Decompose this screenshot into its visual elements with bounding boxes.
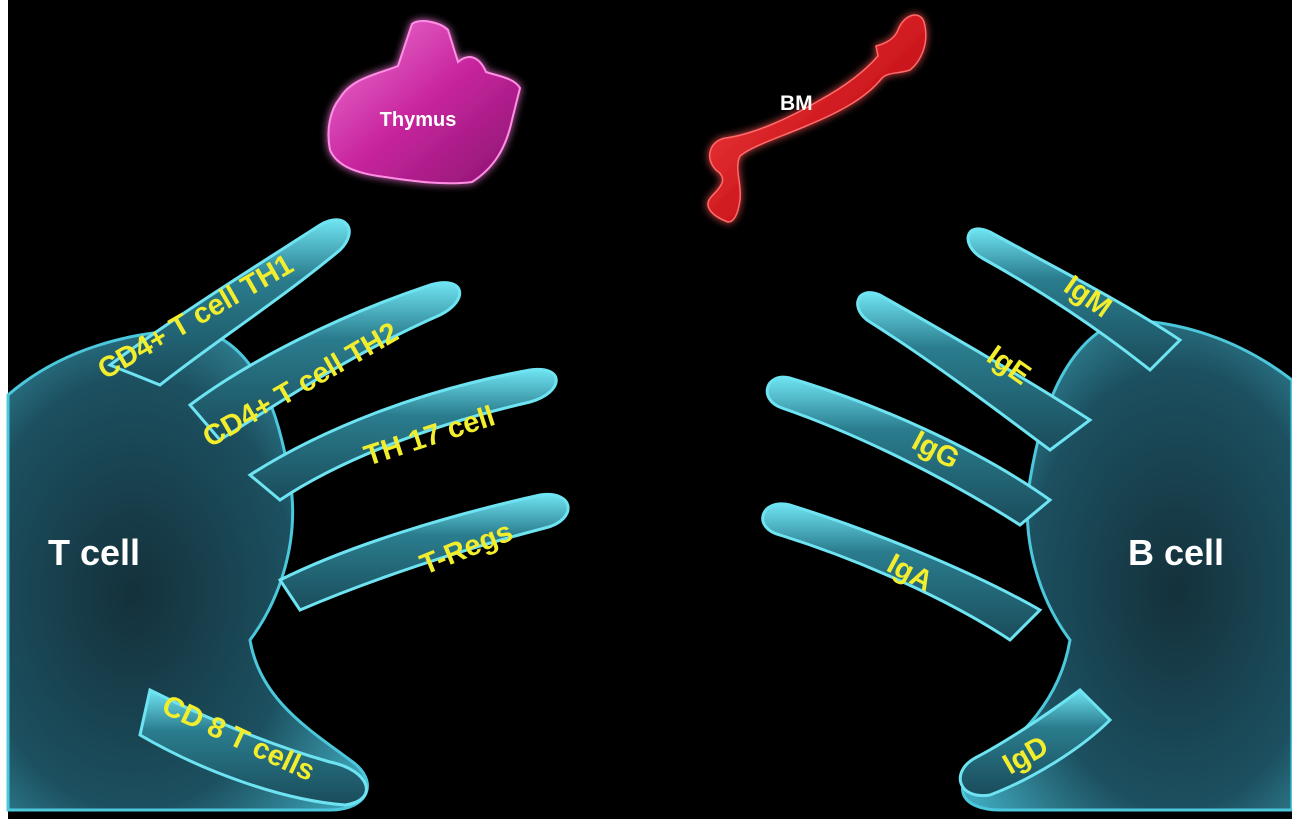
t-cell-label: T cell xyxy=(48,532,140,573)
b-cell-label: B cell xyxy=(1128,532,1224,573)
bone-marrow-label: BM xyxy=(780,92,813,115)
thymus-label: Thymus xyxy=(380,109,457,131)
